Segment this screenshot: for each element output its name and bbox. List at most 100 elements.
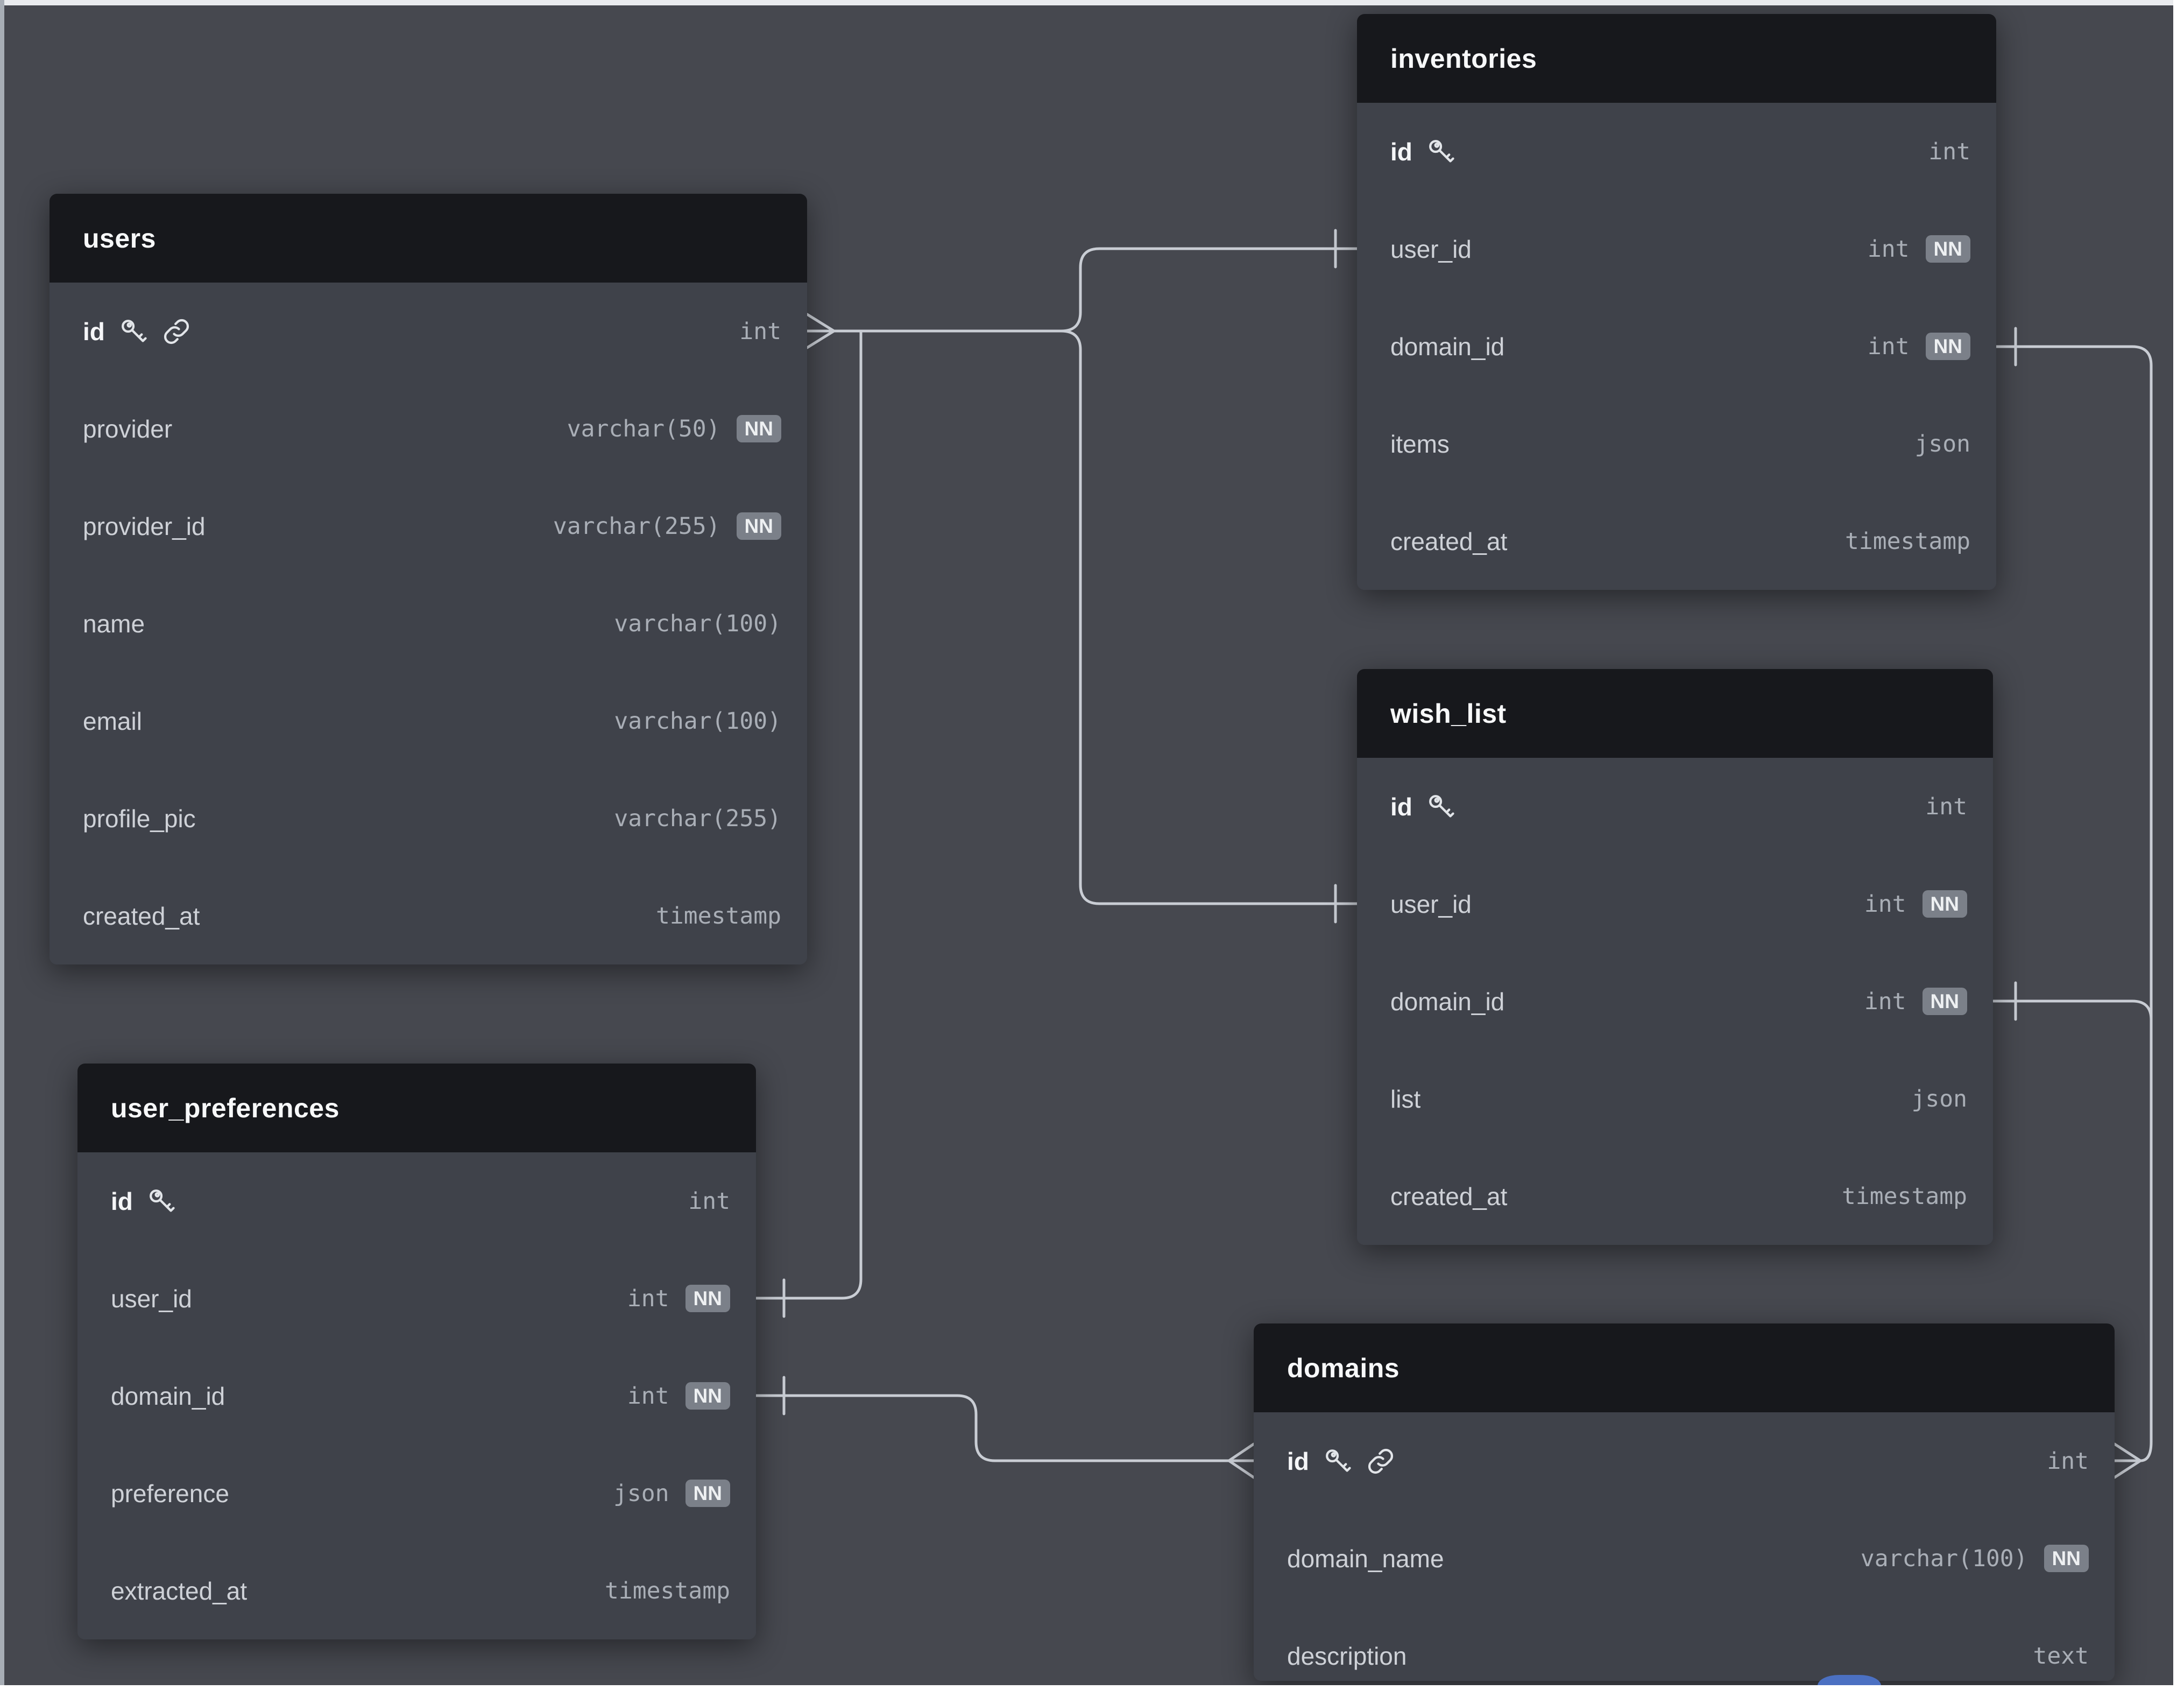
column-row-inventories-id[interactable]: id int [1357,103,1996,200]
not-null-badge: NN [736,512,781,540]
screenshot-left-border [0,0,4,1697]
column-row-users-name[interactable]: name varchar(100) [50,575,807,672]
column-type: timestamp [605,1577,730,1604]
column-row-users-id[interactable]: id int [50,283,807,380]
table-header-wish_list[interactable]: wish_list [1357,669,1993,758]
column-type: json [613,1480,669,1507]
column-row-user_preferences-preference[interactable]: preference json NN [77,1445,756,1542]
column-type: json [1911,1085,1967,1112]
column-name: provider [83,414,173,443]
column-row-users-profile_pic[interactable]: profile_pic varchar(255) [50,770,807,867]
column-type: int [627,1382,669,1410]
column-row-inventories-created_at[interactable]: created_at timestamp [1357,492,1996,590]
screenshot-top-border [0,0,2184,5]
table-title: domains [1287,1353,1400,1383]
not-null-badge: NN [685,1285,730,1312]
relationship-line-domains-inventories[interactable] [1995,345,2153,1462]
column-name: list [1390,1085,1421,1113]
column-name: id [111,1187,133,1215]
column-name: items [1390,429,1450,458]
column-name: created_at [1390,1182,1508,1210]
column-name: provider_id [83,512,206,540]
column-name: profile_pic [83,804,196,833]
column-name: domain_name [1287,1544,1444,1573]
column-type: varchar(255) [614,805,781,832]
column-name: id [83,317,105,346]
relationship-line-users-userpreferences[interactable] [754,329,863,1300]
column-name: user_id [111,1284,192,1313]
screenshot-right-border [2173,0,2184,1697]
table-title: inventories [1390,43,1537,74]
table-header-inventories[interactable]: inventories [1357,14,1996,103]
key-icon [1426,792,1455,821]
table-header-users[interactable]: users [50,194,807,283]
key-icon [1426,137,1455,166]
column-name: preference [111,1479,229,1508]
relationship-line-users-inventories[interactable] [832,247,1359,333]
not-null-badge: NN [1925,235,1970,263]
column-type: int [1864,890,1906,918]
relationship-line-domains-wishlist[interactable] [1991,999,2153,1022]
relationship-line-userpreferences-domains[interactable] [754,1394,1231,1462]
column-name: created_at [1390,527,1508,555]
relationship-line-users-wishlist[interactable] [1059,329,1359,905]
not-null-badge: NN [685,1382,730,1410]
table-header-user_preferences[interactable]: user_preferences [77,1064,756,1152]
column-row-inventories-domain_id[interactable]: domain_id int NN [1357,298,1996,395]
column-type: int [2047,1447,2089,1475]
column-name: email [83,707,142,735]
crow-foot-marker-domains-id-left [1227,1442,1255,1479]
column-type: timestamp [1845,527,1970,555]
column-type: int [739,318,781,345]
column-name: domain_id [1390,332,1505,361]
key-icon [1323,1447,1352,1476]
not-null-badge: NN [1925,333,1970,360]
column-name: id [1390,792,1412,821]
column-name: user_id [1390,890,1472,918]
column-row-inventories-items[interactable]: items json [1357,395,1996,492]
link-icon [1366,1447,1395,1476]
screenshot-bottom-border [0,1685,2184,1697]
column-name: name [83,609,145,638]
column-type: json [1914,430,1970,457]
key-icon [147,1187,176,1216]
column-row-wish_list-id[interactable]: id int [1357,758,1993,855]
column-type: varchar(100) [614,610,781,637]
crow-foot-marker-users-id [805,313,836,349]
table-header-domains[interactable]: domains [1254,1323,2115,1412]
column-type: int [1867,333,1910,360]
column-row-wish_list-list[interactable]: list json [1357,1050,1993,1147]
column-type: int [1928,138,1970,165]
link-icon [162,317,191,346]
not-null-badge: NN [1922,988,1967,1015]
not-null-badge: NN [685,1480,730,1507]
column-type: int [1925,793,1967,820]
column-name: id [1390,137,1412,166]
column-type: varchar(50) [567,415,720,442]
column-name: description [1287,1642,1407,1670]
